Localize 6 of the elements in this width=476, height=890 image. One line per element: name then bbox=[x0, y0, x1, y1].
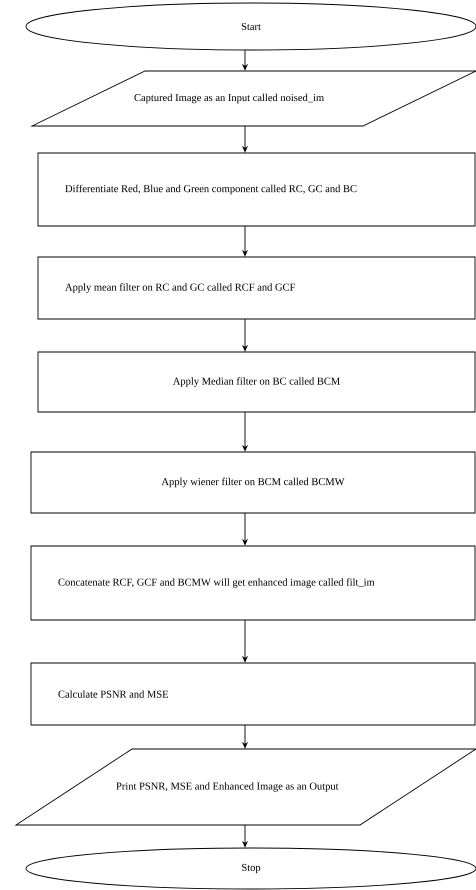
process-box: Apply mean filter on RC and GC called RCF and GCF bbox=[38, 256, 476, 320]
process-box: Calculate PSNR and MSE bbox=[30, 662, 476, 726]
process-box: Apply Median filter on BC called BCM bbox=[38, 352, 476, 412]
process-box: Concatenate RCF, GCF and BCMW will get enhanced image called filt_im bbox=[30, 546, 476, 620]
process-box: Differentiate Red, Blue and Green component called RC, GC and BC bbox=[38, 152, 476, 226]
process-box: Apply wiener filter on BCM called BCMW bbox=[30, 452, 476, 514]
